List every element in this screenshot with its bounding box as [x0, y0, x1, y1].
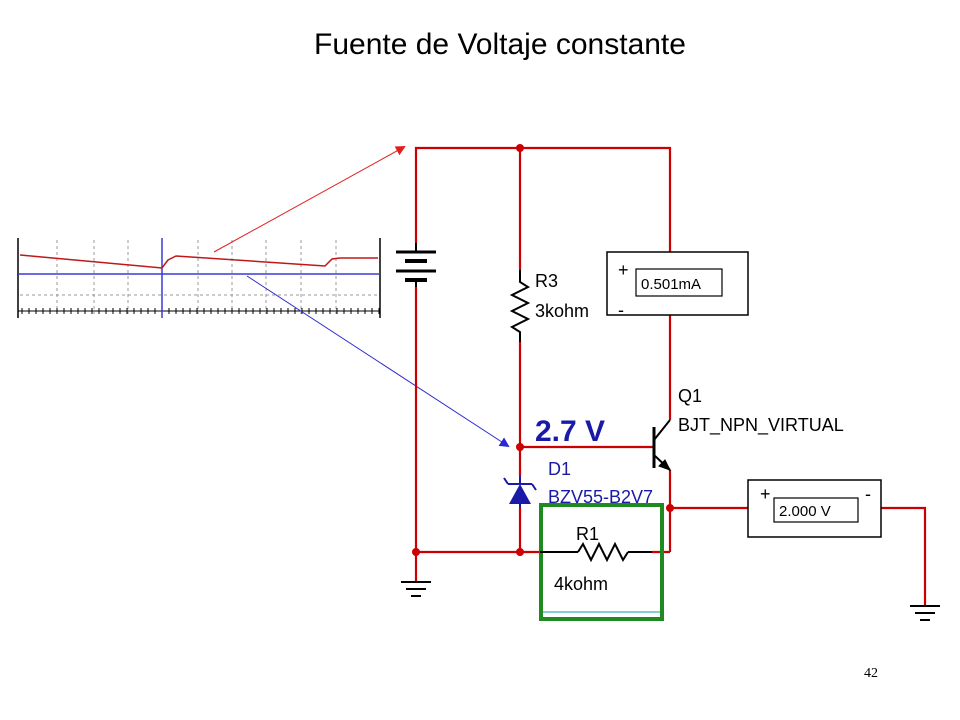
ammeter-plus: +: [618, 260, 629, 280]
r1-ref: R1: [576, 524, 599, 544]
voltmeter-minus: -: [865, 484, 871, 504]
d1-ref: D1: [548, 459, 571, 479]
battery-icon: [396, 243, 436, 287]
ammeter-minus: -: [618, 300, 624, 320]
wires: [414, 146, 927, 606]
r3-value: 3kohm: [535, 301, 589, 321]
ammeter-reading: 0.501mA: [641, 276, 701, 293]
voltmeter-reading: 2.000 V: [779, 503, 831, 520]
node-voltage-label: 2.7 V: [535, 415, 605, 448]
voltmeter: 2.000 V + -: [747, 479, 882, 538]
ground-icon: [910, 605, 940, 621]
q1-model: BJT_NPN_VIRTUAL: [678, 415, 844, 436]
resistor-r1: R1 4kohm: [540, 524, 652, 594]
r1-value: 4kohm: [554, 574, 608, 594]
r1-highlight-box: [539, 503, 664, 621]
resistor-r3: R3 3kohm: [509, 270, 589, 342]
probe-arrow-red: [213, 146, 406, 253]
voltmeter-plus: +: [760, 484, 771, 504]
r3-ref: R3: [535, 271, 558, 291]
resistor-icon: [577, 541, 629, 563]
junction-dots: [412, 144, 674, 556]
npn-transistor-icon: [652, 419, 672, 471]
probe-arrow-blue: [246, 275, 510, 448]
page-number: 42: [864, 666, 878, 681]
slide-title: Fuente de Voltaje constante: [314, 28, 686, 61]
resistor-icon: [509, 270, 531, 342]
zener-diode-icon: [503, 476, 537, 508]
oscilloscope-trace-icon: [17, 238, 381, 318]
ammeter: 0.501mA + -: [606, 251, 749, 320]
q1-ref: Q1: [678, 386, 702, 406]
d1-model: BZV55-B2V7: [548, 487, 653, 507]
ground-icon: [401, 581, 431, 597]
